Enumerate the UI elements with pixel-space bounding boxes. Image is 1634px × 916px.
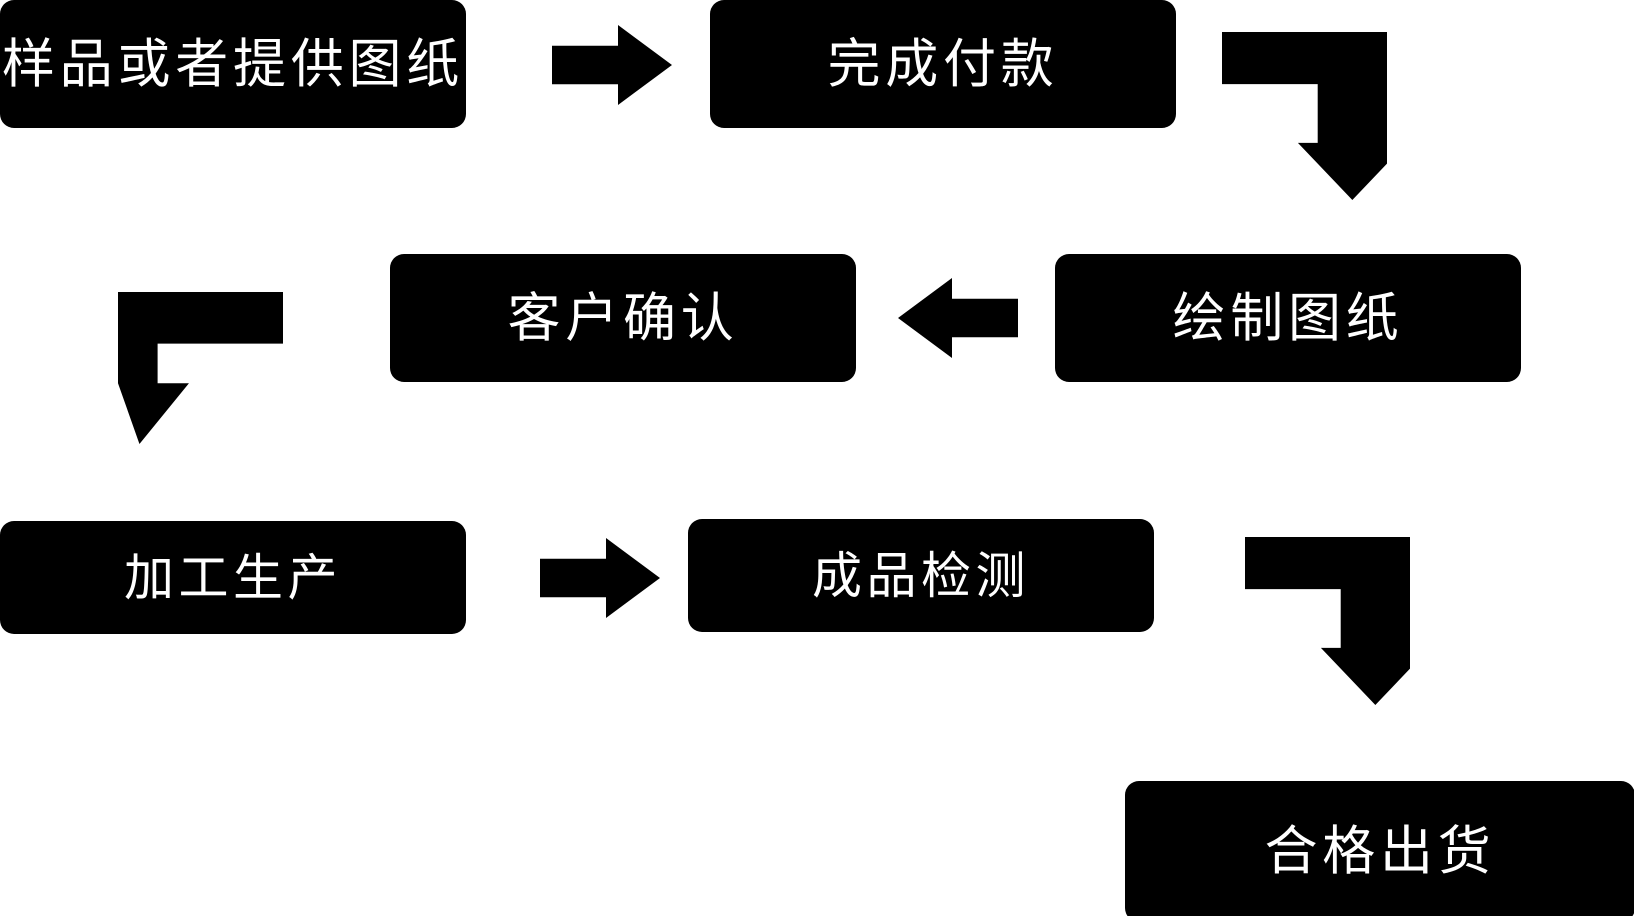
flow-node-finished-product-inspection[interactable]: 成品检测 — [688, 519, 1154, 632]
arrow-inspection-to-shipment-icon — [1245, 537, 1410, 705]
arrow-confirm-to-production-icon — [118, 292, 283, 444]
arrow-payment-to-draw-icon — [1222, 32, 1387, 200]
arrow-production-to-inspection-icon — [540, 538, 660, 618]
flow-node-label: 客户确认 — [507, 287, 739, 349]
flow-node-customer-confirm[interactable]: 客户确认 — [390, 254, 856, 382]
flow-node-label: 合格出货 — [1264, 821, 1496, 882]
flow-node-qualified-shipment[interactable]: 合格出货 — [1125, 781, 1634, 916]
arrow-draw-to-confirm-icon — [898, 278, 1018, 358]
flow-node-label: 样品或者提供图纸 — [1, 33, 465, 95]
flow-node-label: 加工生产 — [124, 548, 342, 607]
flow-node-draw-drawing[interactable]: 绘制图纸 — [1055, 254, 1521, 382]
flow-node-label: 完成付款 — [827, 33, 1059, 95]
flow-node-sample-or-drawing[interactable]: 样品或者提供图纸 — [0, 0, 466, 128]
flow-node-processing-production[interactable]: 加工生产 — [0, 521, 466, 634]
arrow-sample-to-payment-icon — [552, 25, 672, 105]
flow-node-label: 绘制图纸 — [1172, 287, 1404, 349]
flow-node-label: 成品检测 — [812, 546, 1030, 605]
flow-node-complete-payment[interactable]: 完成付款 — [710, 0, 1176, 128]
